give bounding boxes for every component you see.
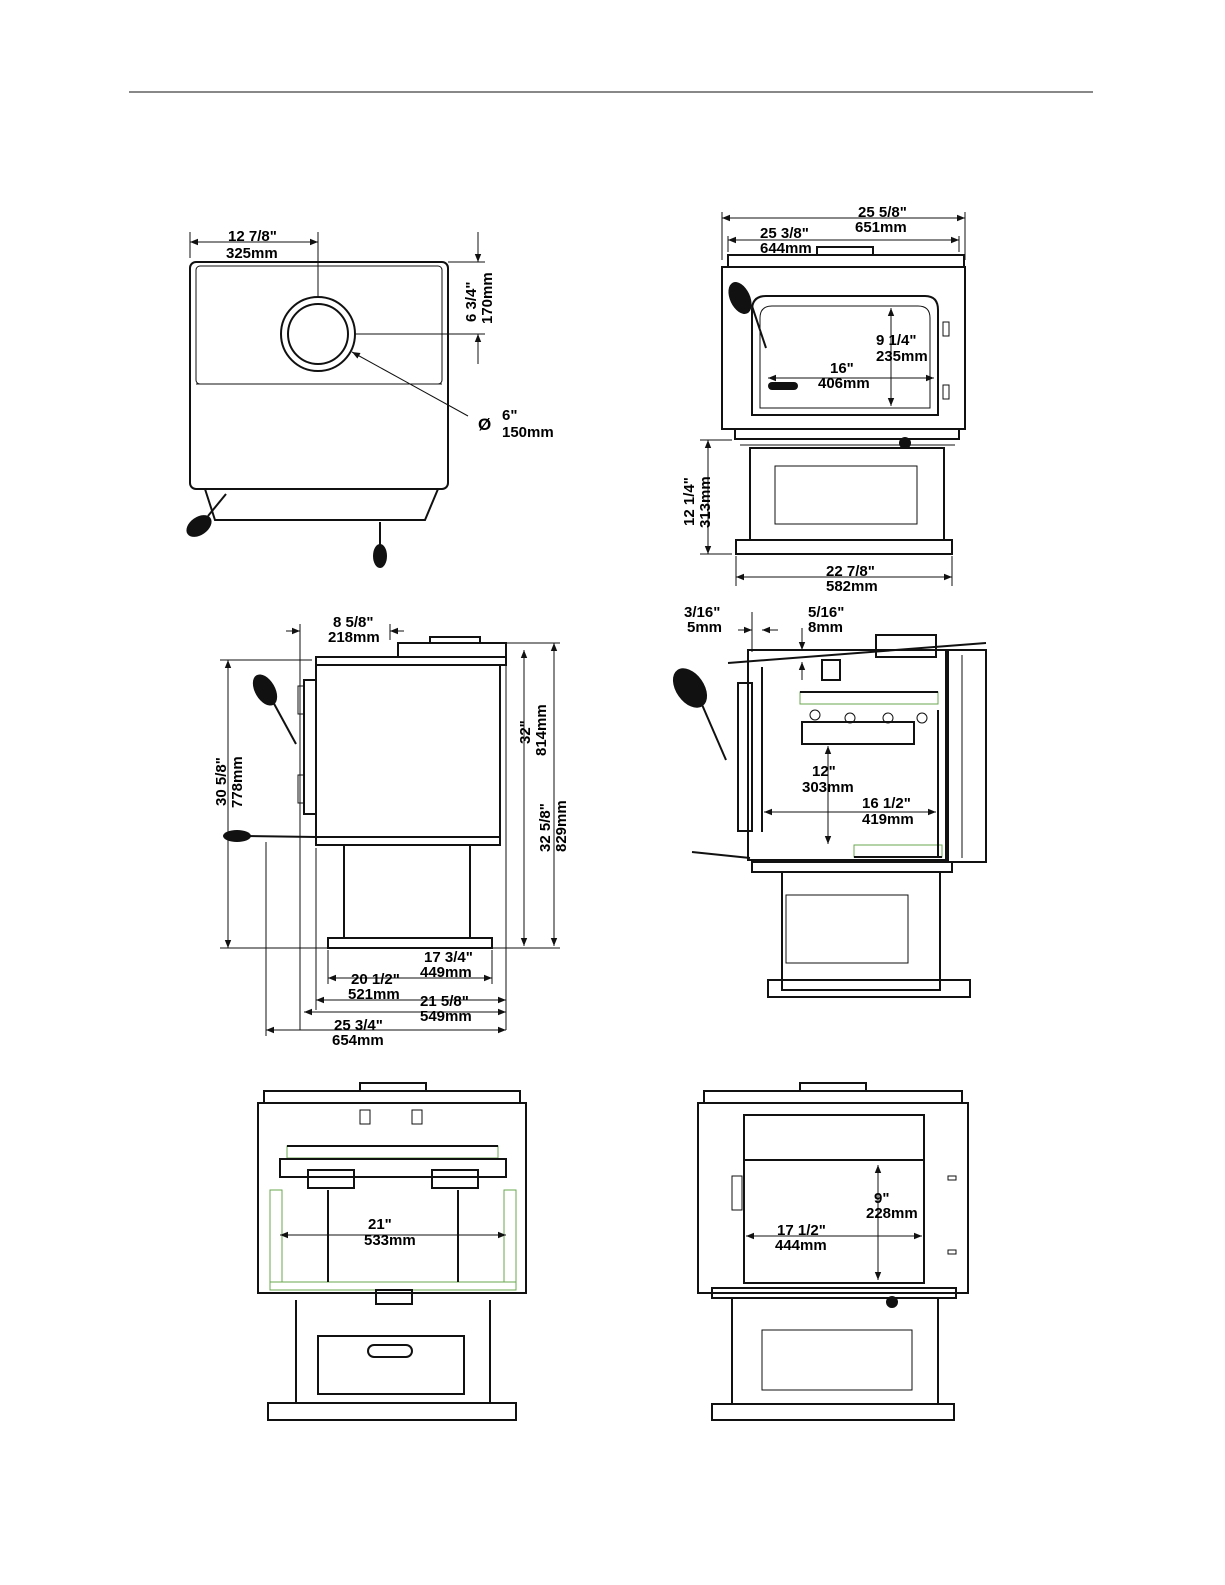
front-view <box>700 212 966 586</box>
side-depth-4-mm: 654mm <box>332 1032 384 1049</box>
side-depth-3-in: 21 5/8" <box>420 993 469 1010</box>
firebox-depth-in: 16 1/2" <box>862 795 911 812</box>
front-width-top-mm: 644mm <box>760 240 812 257</box>
base-width-in: 22 7/8" <box>826 563 875 580</box>
side-height-2-mm: 814mm <box>533 704 550 756</box>
opening-height-in: 9" <box>874 1190 889 1207</box>
section-view <box>672 612 987 998</box>
flue-offset-in: 8 5/8" <box>333 614 373 631</box>
side-depth-2-mm: 521mm <box>348 986 400 1003</box>
top-depth-in: 6 3/4" <box>463 282 480 322</box>
clearance-1-mm: 5mm <box>687 619 722 636</box>
handle-knob-icon <box>186 515 212 537</box>
top-view <box>186 232 485 568</box>
pedestal-height-in: 12 1/4" <box>681 477 698 526</box>
diameter-symbol-icon: Ø <box>478 415 491 434</box>
door-height-mm: 235mm <box>876 348 928 365</box>
side-depth-3-mm: 549mm <box>420 1008 472 1025</box>
firebox-height-mm: 303mm <box>802 779 854 796</box>
clearance-2-in: 5/16" <box>808 604 844 621</box>
front-section-view <box>257 1082 527 1421</box>
pedestal-height-mm: 313mm <box>697 476 714 528</box>
flue-diameter-mm: 150mm <box>502 424 554 441</box>
top-width-mm: 325mm <box>226 245 278 262</box>
side-depth-1-mm: 449mm <box>420 964 472 981</box>
front-width-top-in: 25 3/8" <box>760 225 809 242</box>
flue-diameter-in: 6" <box>502 407 517 424</box>
opening-width-in: 17 1/2" <box>777 1222 826 1239</box>
opening-width-mm: 444mm <box>775 1237 827 1254</box>
side-height-1-in: 30 5/8" <box>213 757 230 806</box>
firebox-width-mm: 533mm <box>364 1232 416 1249</box>
front-width-outer-in: 25 5/8" <box>858 204 907 221</box>
firebox-width-in: 21" <box>368 1216 392 1233</box>
side-depth-4-in: 25 3/4" <box>334 1017 383 1034</box>
clearance-1-in: 3/16" <box>684 604 720 621</box>
clearance-2-mm: 8mm <box>808 619 843 636</box>
side-depth-2-in: 20 1/2" <box>351 971 400 988</box>
side-height-1-mm: 778mm <box>229 756 246 808</box>
side-depth-1-in: 17 3/4" <box>424 949 473 966</box>
door-height-in: 9 1/4" <box>876 332 916 349</box>
side-view <box>220 624 560 1036</box>
side-height-3-in: 32 5/8" <box>537 803 554 852</box>
side-height-3-mm: 829mm <box>553 800 570 852</box>
side-height-2-in: 32" <box>517 720 534 744</box>
firebox-depth-mm: 419mm <box>862 811 914 828</box>
firebox-front-view <box>697 1082 969 1421</box>
opening-height-mm: 228mm <box>866 1205 918 1222</box>
front-width-outer-mm: 651mm <box>855 219 907 236</box>
door-width-in: 16" <box>830 360 854 377</box>
base-width-mm: 582mm <box>826 578 878 595</box>
top-depth-mm: 170mm <box>479 272 496 324</box>
flue-offset-mm: 218mm <box>328 629 380 646</box>
firebox-height-in: 12" <box>812 763 836 780</box>
top-width-in: 12 7/8" <box>228 228 277 245</box>
door-width-mm: 406mm <box>818 375 870 392</box>
